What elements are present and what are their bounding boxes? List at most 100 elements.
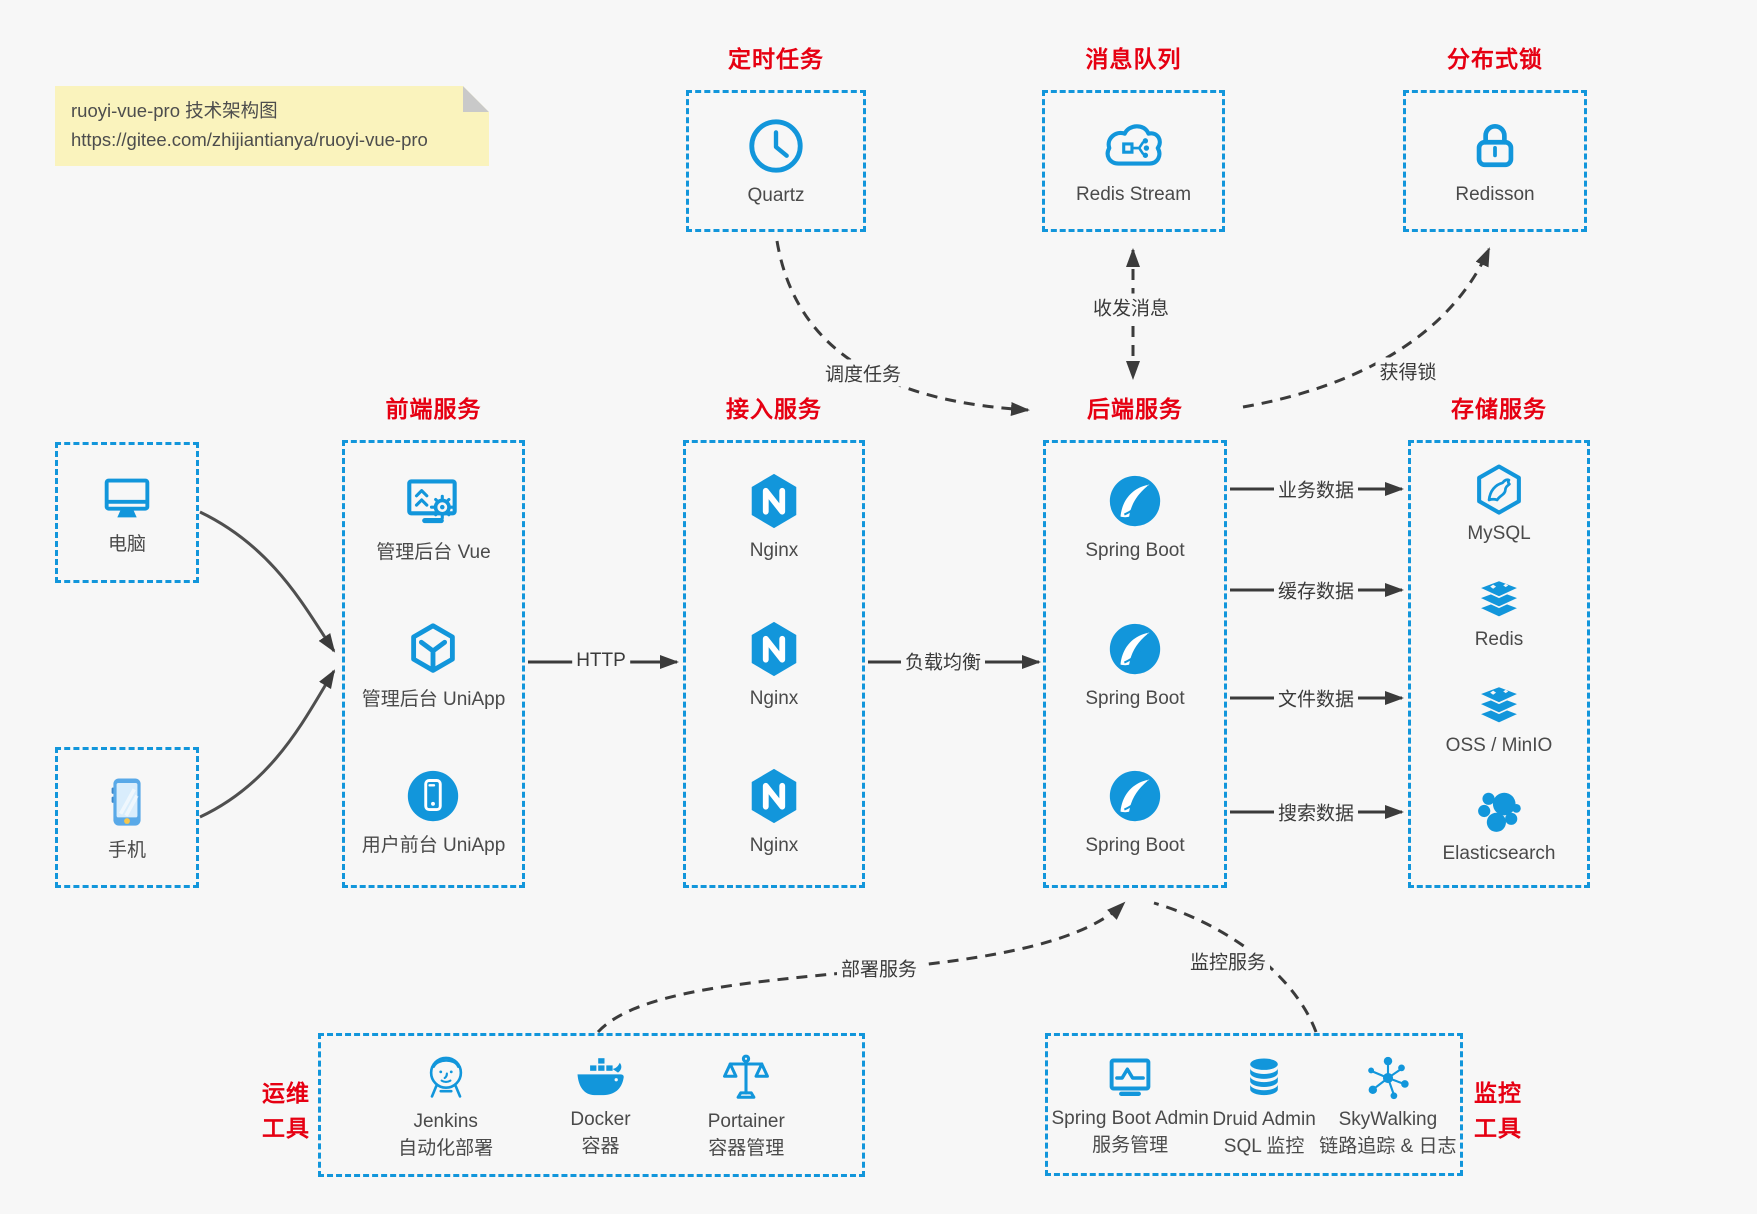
group-scheduled-tasks: 定时任务 Quartz — [686, 44, 866, 232]
node-spring-boot-3: Spring Boot — [1085, 765, 1185, 858]
group-ops-tools: Jenkins 自动化部署 Docker 容器 — [318, 1033, 865, 1177]
node-redis: Redis — [1471, 572, 1527, 652]
node-label: Spring Boot — [1085, 834, 1185, 856]
group-distributed-lock: 分布式锁 Redisson — [1403, 44, 1587, 232]
node-sublabel: 自动化部署 — [398, 1138, 494, 1159]
node-label: Nginx — [749, 687, 799, 709]
node-label: Docker — [570, 1109, 631, 1131]
node-label: Spring Boot Admin — [1051, 1107, 1209, 1129]
skywalking-icon — [1368, 1056, 1409, 1099]
node-label: 手机 — [107, 840, 146, 862]
ops-title-line2: 工具 — [262, 1114, 310, 1141]
node-nginx-1: Nginx — [743, 470, 805, 563]
group-title-ops-tools: 运维 工具 — [252, 1076, 310, 1145]
sticky-note: ruoyi-vue-pro 技术架构图 https://gitee.com/zh… — [55, 86, 489, 166]
node-label: 管理后台 UniApp — [361, 688, 506, 710]
nginx-icon — [751, 768, 797, 824]
edge-label-schedule-task: 调度任务 — [820, 359, 906, 387]
node-label: Redis Stream — [1075, 183, 1192, 205]
node-sublabel: SQL 监控 — [1223, 1135, 1305, 1157]
ops-title-line1: 运维 — [262, 1080, 310, 1106]
node-admin-uniapp: 管理后台 UniApp — [361, 619, 506, 712]
node-spring-boot-2: Spring Boot — [1085, 618, 1185, 711]
spring-boot-icon — [1109, 770, 1161, 822]
group-title-access: 接入服务 — [726, 396, 822, 422]
node-docker: Docker 容器 — [570, 1051, 631, 1159]
edge-schedule-task — [775, 240, 1030, 416]
group-box-backend: Spring Boot Spring Boot Spring Boot — [1043, 440, 1227, 888]
desktop-icon — [104, 478, 150, 518]
node-label: Elasticsearch — [1442, 843, 1556, 865]
group-title-monitor-tools: 监控 工具 — [1474, 1076, 1522, 1145]
group-title-message-queue: 消息队列 — [1085, 46, 1182, 72]
node-phone: 手机 — [98, 772, 156, 863]
clock-icon — [749, 118, 803, 173]
edge-pc-to-frontend — [199, 510, 336, 653]
storage-stack-icon — [1476, 685, 1522, 725]
group-title-scheduled-tasks: 定时任务 — [728, 46, 824, 72]
node-label: MySQL — [1467, 523, 1531, 545]
edge-label-monitor-service: 监控服务 — [1185, 947, 1271, 975]
docker-icon — [577, 1058, 625, 1096]
node-label: 管理后台 Vue — [376, 541, 491, 563]
mysql-icon — [1477, 464, 1521, 515]
edge-label-http: HTTP — [572, 650, 630, 672]
lock-icon — [1476, 123, 1514, 167]
node-label: Nginx — [749, 540, 799, 562]
spring-boot-icon — [1109, 623, 1161, 674]
user-uniapp-icon — [408, 771, 459, 822]
node-sublabel: 链路追踪 & 日志 — [1319, 1135, 1457, 1157]
node-sublabel: 容器管理 — [708, 1138, 785, 1159]
node-label: Redisson — [1455, 183, 1535, 205]
edge-label-file-data: 文件数据 — [1273, 684, 1359, 712]
node-label: Spring Boot — [1085, 687, 1185, 709]
nginx-icon — [751, 621, 797, 676]
group-title-backend: 后端服务 — [1087, 396, 1183, 422]
node-label: Spring Boot — [1085, 540, 1185, 562]
node-oss-minio: OSS / MinIO — [1445, 678, 1553, 758]
edge-label-load-balance: 负载均衡 — [900, 647, 986, 675]
node-user-uniapp: 用户前台 UniApp — [361, 765, 506, 858]
monitor-title-line1: 监控 — [1474, 1080, 1522, 1106]
node-label: 电脑 — [107, 534, 146, 556]
node-label: OSS / MinIO — [1445, 735, 1553, 757]
group-title-storage: 存储服务 — [1451, 396, 1547, 422]
note-url: https://gitee.com/zhijiantianya/ruoyi-vu… — [71, 128, 428, 150]
node-label: SkyWalking — [1338, 1108, 1438, 1130]
nginx-icon — [751, 474, 797, 529]
node-spring-boot-admin: Spring Boot Admin 服务管理 — [1051, 1052, 1209, 1158]
edge-label-acquire-lock: 获得锁 — [1375, 357, 1441, 385]
node-label: Portainer — [707, 1111, 785, 1133]
druid-icon — [1250, 1058, 1278, 1095]
group-frontend: 前端服务 管理后台 Vue 管理后台 UniApp — [342, 394, 525, 888]
portainer-icon — [723, 1054, 770, 1100]
node-label: 用户前台 UniApp — [361, 835, 506, 857]
node-label: Nginx — [749, 834, 799, 856]
group-box-access: Nginx Nginx Nginx — [683, 440, 865, 888]
spring-boot-admin-icon — [1109, 1058, 1151, 1096]
node-label: Druid Admin — [1212, 1108, 1316, 1130]
node-sublabel: 容器 — [581, 1136, 620, 1157]
group-box-frontend: 管理后台 Vue 管理后台 UniApp 用户前台 UniApp — [342, 440, 525, 888]
node-skywalking: SkyWalking 链路追踪 & 日志 — [1319, 1051, 1457, 1159]
mobile-icon — [111, 778, 141, 826]
edge-label-send-receive-message: 收发消息 — [1088, 293, 1174, 321]
group-storage: 存储服务 MySQL Redis — [1408, 394, 1590, 888]
group-message-queue: 消息队列 Redis Stream — [1042, 44, 1225, 232]
jenkins-icon — [429, 1056, 462, 1098]
group-box-monitor-tools: Spring Boot Admin 服务管理 Druid Admin SQL 监… — [1045, 1033, 1463, 1176]
group-box-scheduled-tasks: Quartz — [686, 90, 866, 232]
node-admin-vue: 管理后台 Vue — [376, 470, 491, 565]
node-mysql: MySQL — [1467, 462, 1531, 546]
node-portainer: Portainer 容器管理 — [708, 1049, 785, 1161]
monitor-title-line2: 工具 — [1474, 1114, 1522, 1141]
node-nginx-2: Nginx — [743, 618, 805, 711]
admin-vue-icon — [407, 479, 458, 524]
note-title: ruoyi-vue-pro 技术架构图 — [71, 100, 278, 121]
group-monitor-tools: Spring Boot Admin 服务管理 Druid Admin SQL 监… — [1045, 1033, 1463, 1176]
node-elasticsearch: Elasticsearch — [1443, 784, 1556, 866]
redis-stack-icon — [1476, 579, 1522, 619]
group-backend: 后端服务 Spring Boot Spring Boot — [1043, 394, 1227, 888]
group-box-distributed-lock: Redisson — [1403, 90, 1587, 232]
